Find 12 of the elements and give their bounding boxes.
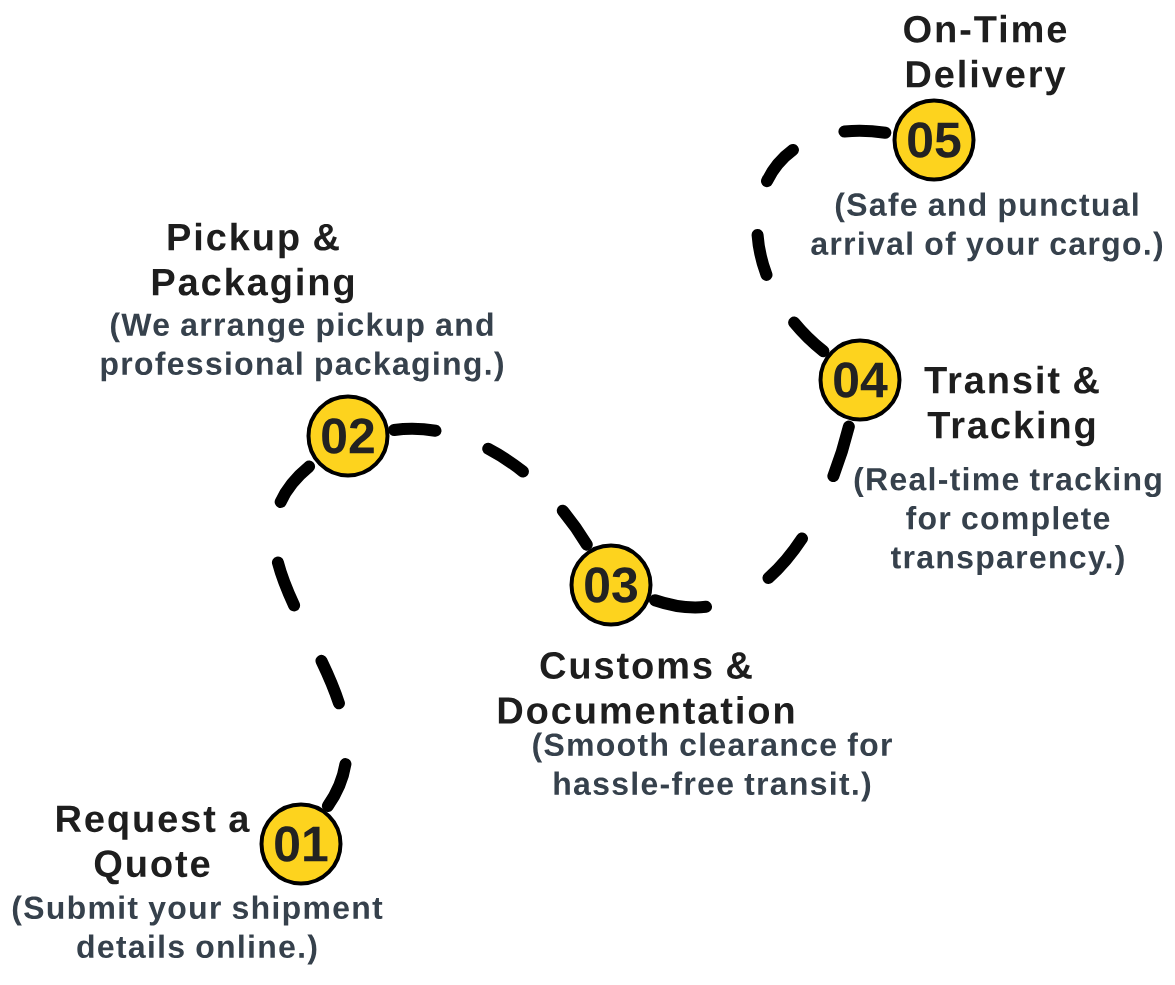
step-title: Transit & Tracking xyxy=(924,365,1099,447)
step-description: (Safe and punctual arrival of your cargo.) xyxy=(811,192,1163,262)
step-description: (Smooth clearance for hassle-free transit.) xyxy=(533,732,892,802)
step-title: Pickup & Packaging xyxy=(152,222,354,304)
dashed-connector xyxy=(648,419,856,613)
step-title: On-Time Delivery xyxy=(904,14,1067,96)
step-description: (We arrange pickup and professional packaging.) xyxy=(101,312,503,382)
dashed-connector xyxy=(388,422,594,552)
step-title: Request a Quote xyxy=(57,805,250,885)
step-description: (Submit your shipment details online.) xyxy=(12,895,383,965)
step-title: Customs & Documentation xyxy=(498,652,794,724)
step-description: (Real-time tracking for complete transparency.) xyxy=(854,467,1161,575)
